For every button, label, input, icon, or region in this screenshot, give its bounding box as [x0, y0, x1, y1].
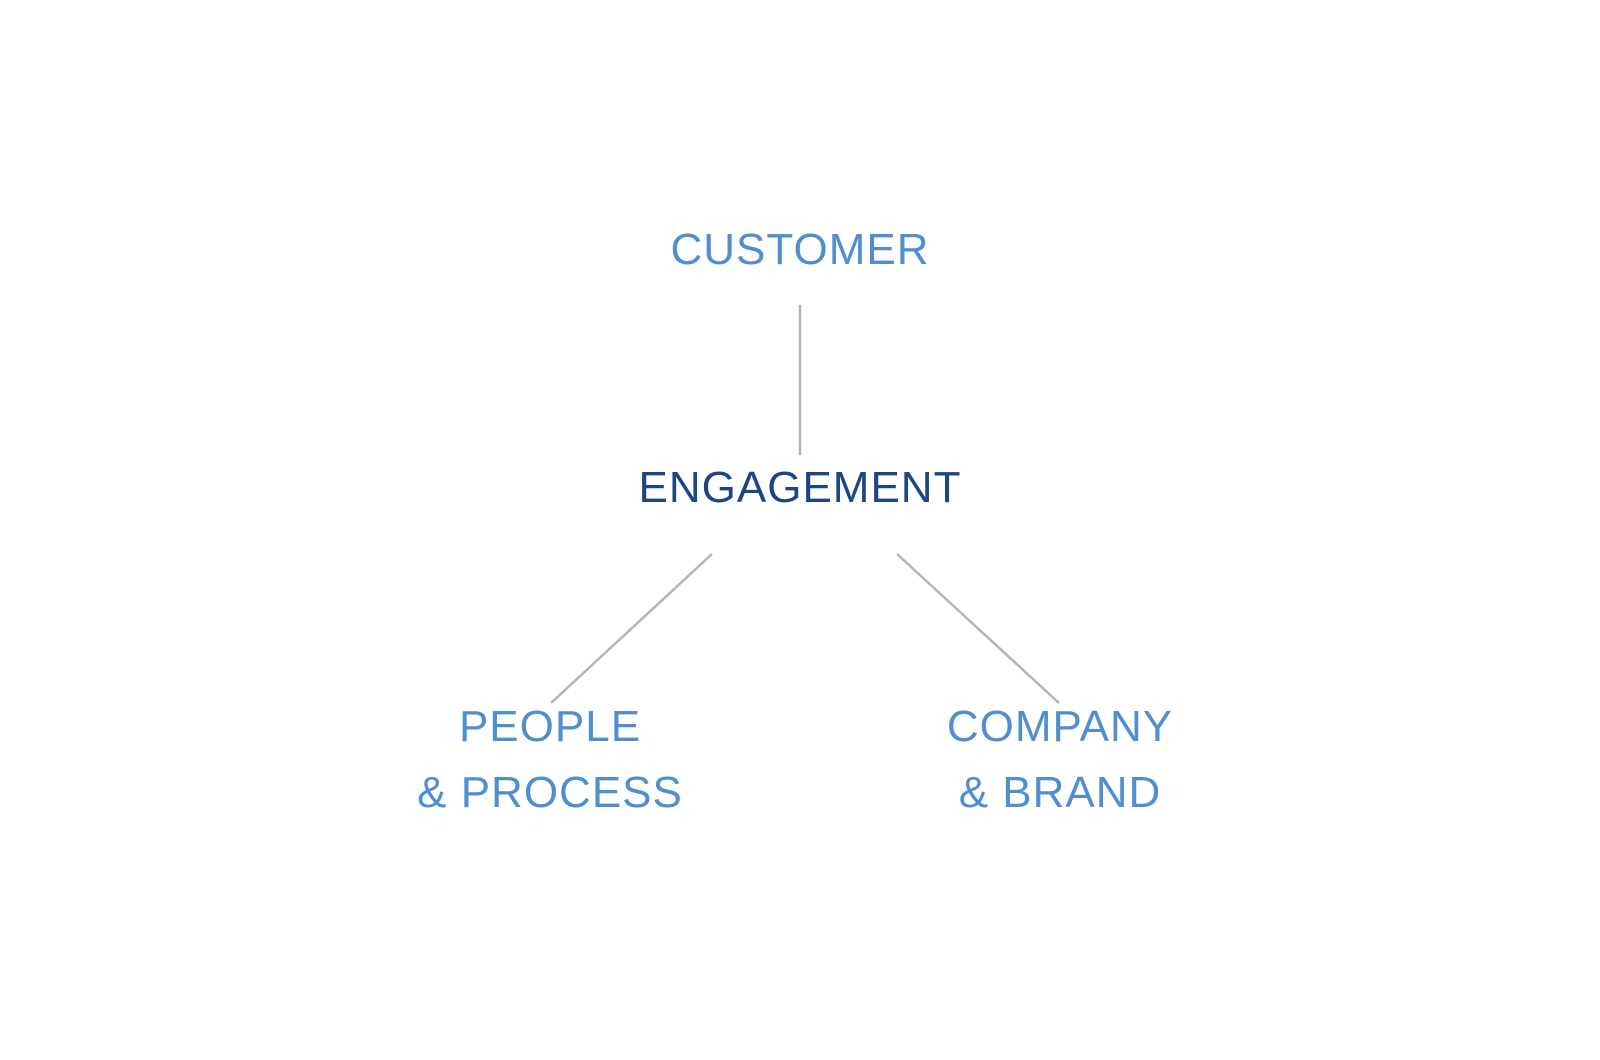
node-customer-label: CUSTOMER: [670, 225, 930, 274]
node-customer: CUSTOMER: [640, 217, 960, 283]
connector-engagement-company-brand: [896, 553, 1060, 704]
connector-engagement-people-process: [550, 553, 713, 704]
node-people-process-line2: & PROCESS: [417, 768, 683, 817]
node-people-process: PEOPLE & PROCESS: [400, 694, 700, 826]
node-company-brand-line1: COMPANY: [946, 702, 1174, 751]
node-engagement: ENGAGEMENT: [600, 455, 1000, 521]
node-company-brand-line2: & BRAND: [958, 768, 1162, 817]
node-engagement-label: ENGAGEMENT: [638, 463, 962, 512]
node-people-process-line1: PEOPLE: [458, 702, 642, 751]
node-company-brand: COMPANY & BRAND: [910, 694, 1210, 826]
